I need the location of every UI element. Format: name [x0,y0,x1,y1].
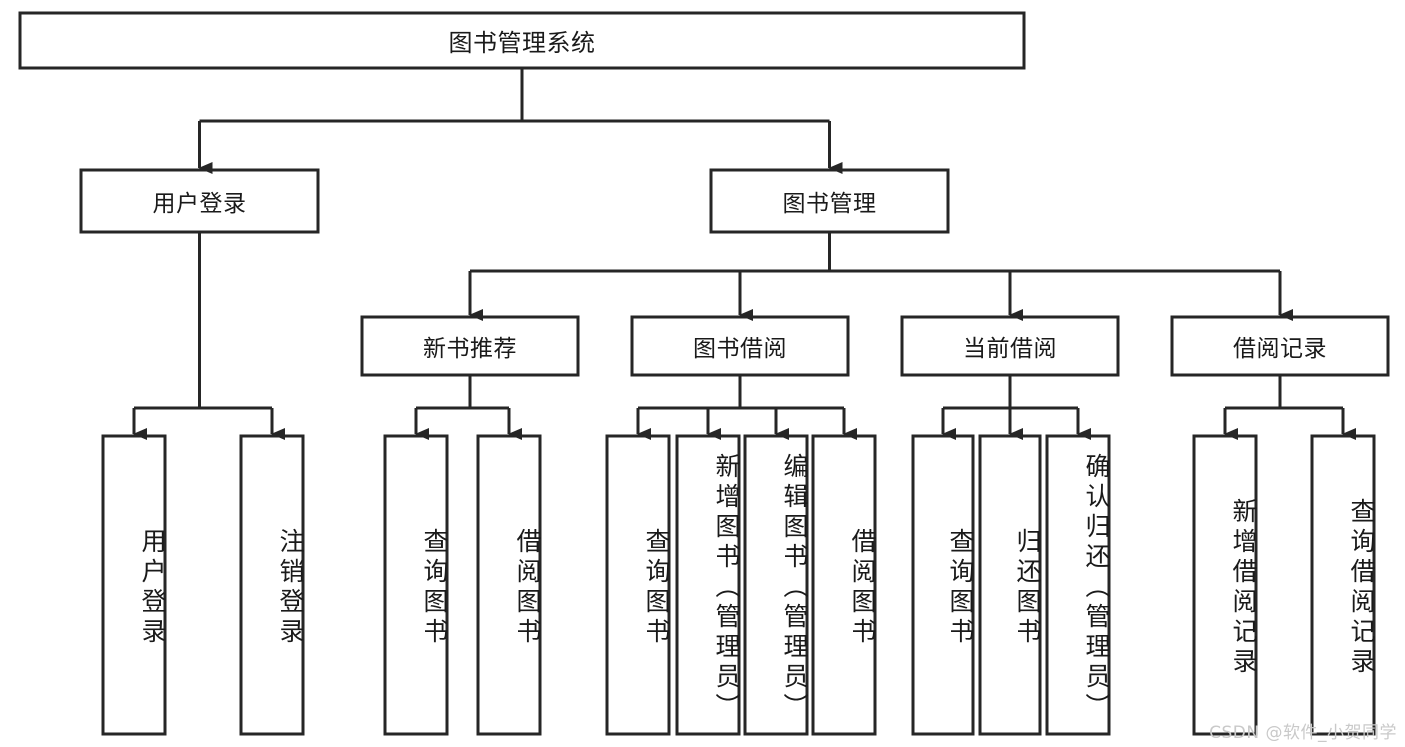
node-box-borrow-record [1170,315,1390,377]
node-box-leaf-return-book [978,434,1042,736]
node-box-leaf-add-record [1192,434,1258,736]
boxes-layer [18,11,1390,736]
node-box-book-borrow [630,315,850,377]
node-box-leaf-query-book-1 [383,434,449,736]
node-box-leaf-add-book [675,434,741,736]
node-box-leaf-query-record [1310,434,1376,736]
node-box-leaf-user-login [101,434,167,736]
node-box-user-login [79,168,320,234]
node-box-book-manage [709,168,950,234]
node-box-new-book-recommend [360,315,580,377]
node-box-leaf-edit-book [743,434,809,736]
node-box-leaf-borrow-book-1 [476,434,542,736]
node-box-leaf-confirm-return [1045,434,1111,736]
node-box-leaf-query-book-2 [605,434,671,736]
node-box-current-borrow [900,315,1120,377]
node-box-leaf-logout [239,434,305,736]
node-box-leaf-query-book-3 [911,434,975,736]
node-box-leaf-borrow-book-2 [811,434,877,736]
connectors-layer [132,68,1356,440]
csdn-watermark: CSDN @软件_小贺同学 [1209,723,1397,743]
node-box-root [18,11,1026,70]
